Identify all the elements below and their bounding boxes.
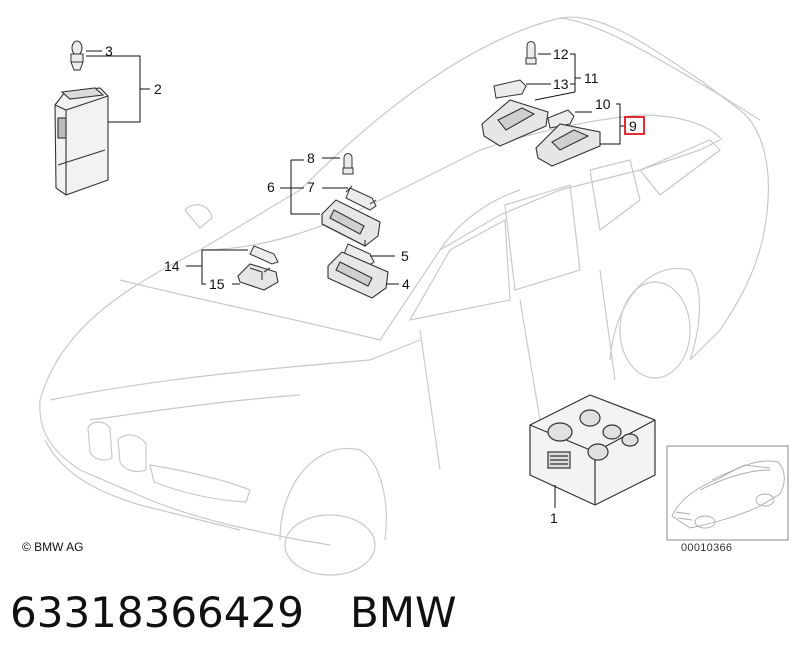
part-lamp-4 bbox=[327, 251, 389, 299]
callout-3: 3 bbox=[105, 43, 113, 59]
callout-13: 13 bbox=[553, 76, 569, 92]
parts-diagram: 1 2 3 4 5 6 7 8 9 10 11 12 13 14 15 bbox=[39, 16, 789, 576]
part-bulb-7 bbox=[345, 185, 377, 211]
copyright-text: © BMW AG bbox=[22, 540, 84, 554]
callout-9: 9 bbox=[629, 118, 637, 134]
callout-1: 1 bbox=[550, 510, 558, 526]
car-outline bbox=[39, 16, 769, 576]
callout-11: 11 bbox=[584, 70, 599, 86]
part-number: 63318366429 bbox=[10, 587, 304, 637]
brand-name: BMW bbox=[349, 587, 457, 637]
leader-lines bbox=[86, 50, 624, 508]
part-bulb-12 bbox=[525, 41, 537, 65]
callout-7: 7 bbox=[307, 179, 315, 195]
part-lamp-9 bbox=[535, 123, 601, 167]
part-lamp-unit-2 bbox=[54, 87, 109, 196]
part-bulb-5 bbox=[343, 243, 375, 267]
callout-5: 5 bbox=[401, 248, 409, 264]
thumbnail-code: 00010366 bbox=[681, 542, 733, 554]
callout-4: 4 bbox=[402, 276, 410, 292]
part-lens-15 bbox=[237, 263, 279, 291]
caption: 63318366429 BMW bbox=[10, 582, 457, 642]
thumbnail-inset bbox=[666, 445, 789, 541]
part-lamp-6 bbox=[321, 199, 381, 247]
part-lamp-11 bbox=[481, 99, 549, 147]
part-bulb-14 bbox=[249, 245, 279, 265]
callout-labels: 1 2 3 4 5 6 7 8 9 10 11 12 13 14 15 bbox=[105, 43, 637, 526]
part-bulb-10 bbox=[547, 109, 575, 129]
callout-14: 14 bbox=[164, 258, 180, 274]
part-bulb-3 bbox=[70, 40, 84, 71]
callout-6: 6 bbox=[267, 179, 275, 195]
part-bulb-13 bbox=[493, 79, 527, 99]
part-bulb-8 bbox=[342, 153, 354, 175]
highlight-box-9 bbox=[624, 116, 645, 135]
callout-2: 2 bbox=[154, 81, 162, 97]
callout-10: 10 bbox=[595, 96, 611, 112]
part-bulb-kit-1 bbox=[529, 394, 656, 506]
callout-15: 15 bbox=[209, 276, 225, 292]
callout-8: 8 bbox=[307, 150, 315, 166]
callout-12: 12 bbox=[553, 46, 569, 62]
